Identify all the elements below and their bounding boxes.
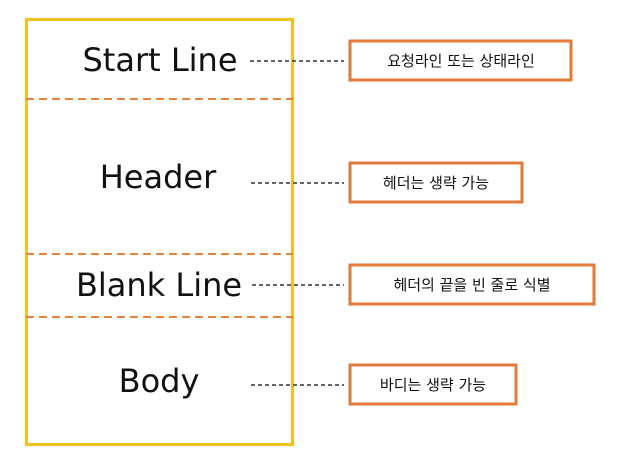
note-blank-line-text: 헤더의 끝을 빈 줄로 식별 [393, 276, 550, 294]
section-blank-line-label: Blank Line [76, 266, 242, 304]
note-header-text: 헤더는 생략 가능 [383, 174, 489, 192]
section-body-label: Body [119, 362, 200, 400]
note-start-line-text: 요청라인 또는 상태라인 [387, 52, 535, 70]
note-box-start-line [348, 39, 573, 82]
note-box-body [348, 363, 518, 406]
note-box-header [348, 161, 524, 204]
message-frame [25, 18, 294, 446]
note-body-text: 바디는 생략 가능 [380, 376, 486, 394]
section-start-line-label: Start Line [82, 41, 237, 79]
section-header-label: Header [100, 158, 217, 196]
note-box-blank-line [348, 263, 596, 306]
